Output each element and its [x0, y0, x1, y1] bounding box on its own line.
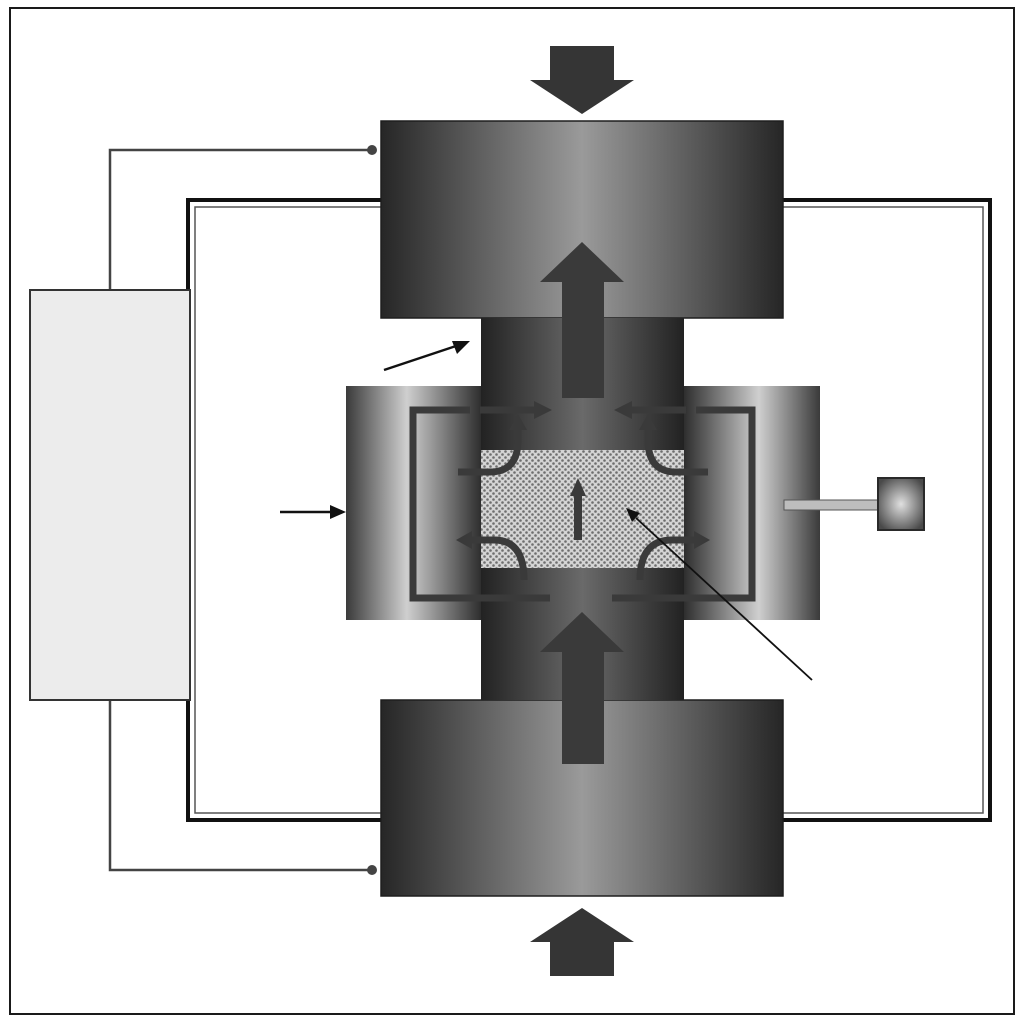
current-arrow-lower: [540, 612, 624, 764]
leader-line-punch: [383, 344, 457, 372]
current-arrow-sample: [570, 478, 586, 540]
current-loop-left: [409, 406, 550, 602]
power-wires: [108, 148, 372, 872]
current-curve-ul: [458, 424, 522, 476]
leader-line-sample: [635, 517, 813, 681]
current-arrowheads: [456, 401, 710, 549]
current-curve-ll: [466, 536, 528, 581]
power-supply-unit: [29, 289, 191, 701]
leader-lines: [280, 341, 813, 681]
wire-terminal-upper: [367, 145, 377, 155]
pressure-arrow-top: [530, 46, 634, 114]
current-curve-lr: [636, 536, 700, 581]
pressure-arrow-bottom: [530, 908, 634, 976]
thermocouple: [783, 477, 925, 531]
current-arrow-upper: [540, 242, 624, 398]
wire-upper: [108, 148, 372, 290]
current-flow-paths: [409, 406, 756, 602]
current-loop-right: [612, 406, 756, 602]
current-curve-ur: [644, 424, 708, 476]
wire-lower: [108, 700, 372, 872]
wire-terminal-lower: [367, 865, 377, 875]
